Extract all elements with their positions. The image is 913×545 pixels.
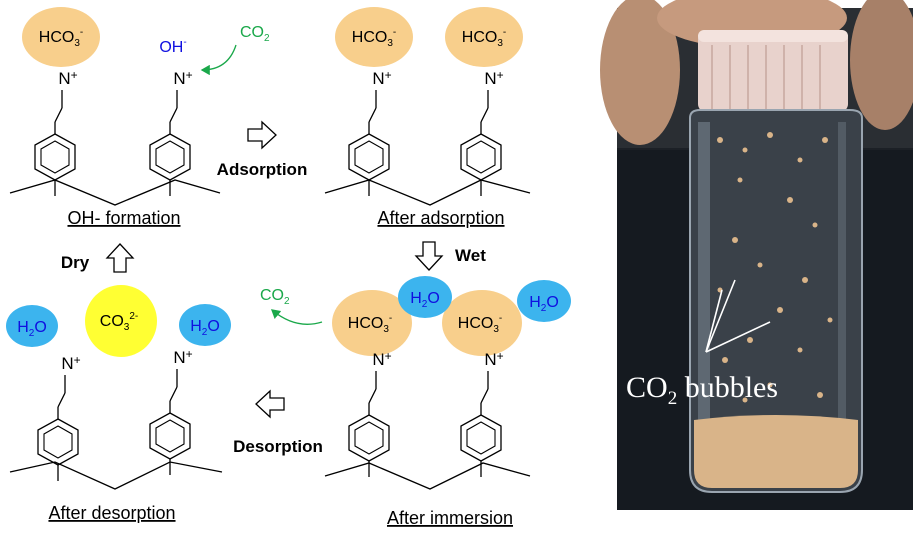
bicarbonate-label: HCO3- — [352, 27, 396, 49]
bicarbonate-label: HCO3- — [39, 27, 83, 49]
bicarbonate-ion — [442, 290, 522, 356]
water-label: H2O — [529, 294, 559, 314]
ammonium-group: N+ — [173, 347, 192, 367]
ammonium-group: N+ — [173, 68, 192, 88]
step-adsorption: Adsorption — [217, 160, 308, 179]
water-molecule — [398, 276, 452, 318]
panel-after-immersion: HCO3- HCO3- H2O H2O N+ N+ After immersio… — [324, 276, 571, 528]
bicarbonate-label: HCO3- — [462, 27, 506, 49]
up-arrow-icon — [105, 243, 135, 273]
polymer-backbone — [9, 179, 221, 206]
polymer-backbone — [324, 179, 531, 206]
state-label: After desorption — [48, 503, 175, 523]
panel-after-adsorption: HCO3- HCO3- N+ N+ After adsorption — [324, 7, 531, 228]
water-label: H2O — [410, 290, 440, 310]
carbonate-ion — [85, 285, 157, 357]
step-wet: Wet — [455, 246, 486, 265]
hydroxide-ion: OH- — [159, 37, 186, 56]
ammonium-group: N+ — [61, 353, 80, 373]
water-molecule — [6, 305, 58, 347]
state-label: OH- formation — [67, 208, 180, 228]
state-label: After adsorption — [377, 208, 504, 228]
bicarbonate-ion — [335, 7, 413, 67]
water-molecule — [179, 304, 231, 346]
panel-after-desorption: H2O CO32- H2O N+ N+ After desorption — [6, 285, 231, 523]
co2-molecule: CO2 — [260, 287, 290, 307]
left-arrow-icon — [255, 389, 285, 419]
step-desorption: Desorption — [233, 437, 323, 456]
step-dry: Dry — [61, 253, 90, 272]
ammonium-group: N+ — [58, 68, 77, 88]
ammonium-group: N+ — [372, 68, 391, 88]
state-label: After immersion — [387, 508, 513, 528]
polymer-backbone — [324, 462, 531, 490]
water-label: H2O — [17, 319, 47, 339]
polymer-backbone — [9, 461, 223, 490]
carbonate-label: CO32- — [100, 311, 138, 333]
photo-label: CO2 bubbles — [626, 371, 778, 409]
vial-photo: CO2 bubbles — [600, 0, 913, 510]
water-molecule — [517, 280, 571, 322]
bicarbonate-ion — [22, 7, 100, 67]
down-arrow-icon — [414, 241, 444, 271]
ammonium-group: N+ — [484, 349, 503, 369]
bicarbonate-label: HCO3- — [348, 313, 392, 335]
co2-molecule: CO2 — [240, 24, 270, 44]
water-label: H2O — [190, 318, 220, 338]
ammonium-group: N+ — [484, 68, 503, 88]
right-arrow-icon — [247, 120, 277, 150]
panel-oh-formation: HCO3- N+ OH- N+ CO2 OH- formation — [9, 7, 270, 228]
bicarbonate-ion — [332, 290, 412, 356]
bicarbonate-label: HCO3- — [458, 313, 502, 335]
bicarbonate-ion — [445, 7, 523, 67]
ammonium-group: N+ — [372, 349, 391, 369]
